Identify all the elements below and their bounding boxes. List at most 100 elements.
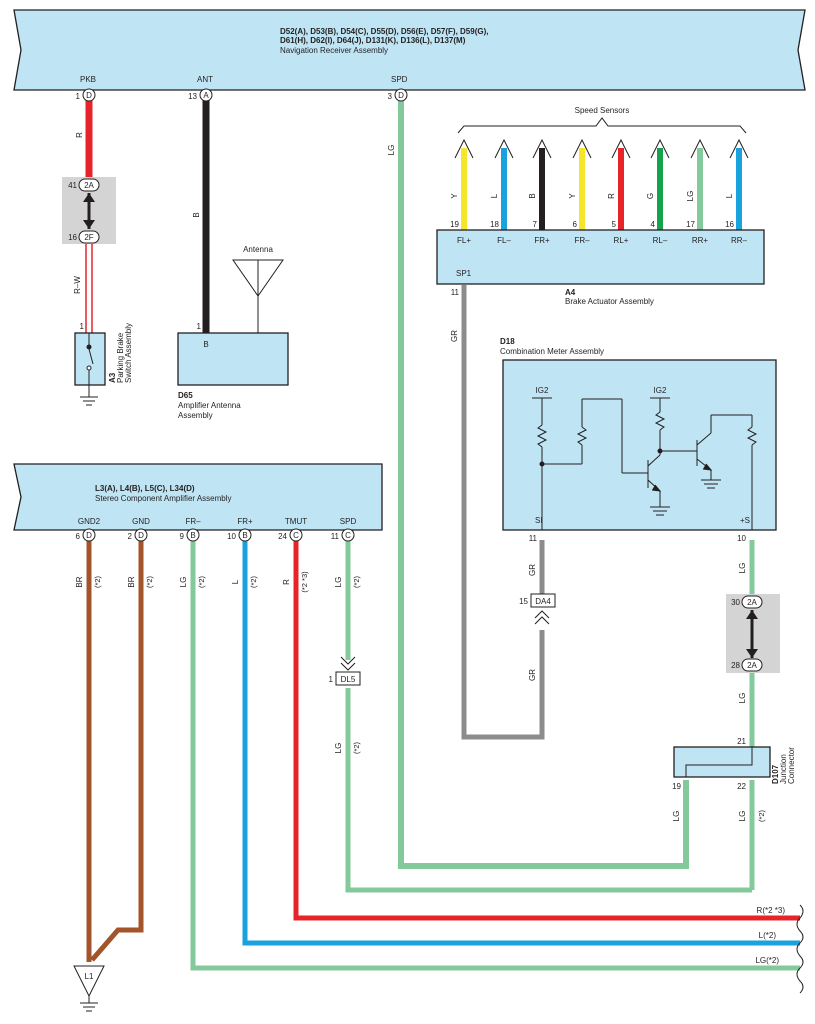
junction-connector-internal [685,747,753,777]
nav-pin-pkb[interactable]: 1 D [76,88,96,102]
wire-break-mark [796,904,804,994]
nav-pin-num-pkb: 1 [76,92,81,101]
speed-sensor-color-labels: Y L B Y R G LG L [450,191,734,202]
speed-sensors-bracket [457,117,747,134]
ba-pin-fl-minus: FL– [497,236,511,245]
nav-receiver-ids-line1: D52(A), D53(B), D54(C), D55(D), D56(E), … [280,27,488,36]
outgoing-label-lightgreen: LG(*2) [755,956,779,965]
nav-pin-num-spd: 3 [388,92,393,101]
ba-pin-fr-minus: FR– [574,236,590,245]
stereo-pin-num-gnd: 2 [128,532,133,541]
dl5-label: DL5 [341,675,356,684]
arrow-fr-minus [572,138,592,159]
wire-label-pkb-lower: R–W [73,276,82,294]
stereo-amplifier-box[interactable] [13,463,383,531]
ss-color-fr-plus: B [528,193,537,198]
wire-fr-plus-blue[interactable] [242,540,800,946]
nav-pin-circle-ant [199,88,213,102]
combo-meter-si-num: 11 [529,534,538,543]
wire-label-si-upper: GR [528,564,537,576]
ba-pin-rl-minus: RL– [653,236,668,245]
arrow-rl-plus [611,138,631,159]
arrow-fl-minus [494,138,514,159]
stereo-pin-spd[interactable]: 11 C [331,528,355,542]
wire-label-j22: LG [738,811,747,822]
junction-connector-name1: Junction [779,754,788,784]
junction-41-pill [78,178,100,192]
nav-pin-ant[interactable]: 13 A [188,88,213,102]
stereo-wire-gnd: BR [127,576,136,587]
arrow-rr-plus [690,138,710,159]
wire-fr-minus-lg[interactable] [190,540,800,971]
da4-box [530,593,556,608]
ground-l1[interactable]: L1 [73,965,105,1012]
ss-color-fl-plus: Y [450,193,459,199]
ss-num-fl-minus: 18 [490,220,499,229]
navigation-receiver-box[interactable] [13,9,806,91]
junction-connector-box[interactable] [673,746,771,778]
stereo-pin-label-gnd: GND [132,517,150,526]
junction-30-2a[interactable]: 30 2A [731,595,763,609]
stereo-pin-tmut[interactable]: 24 C [278,528,303,542]
junction-16-2f[interactable]: 16 2F [68,230,100,244]
ss-color-fl-minus: L [490,193,499,198]
connector-dl5[interactable]: 1 DL5 [329,656,361,686]
stereo-pin-num-spd: 11 [331,532,340,541]
nav-receiver-ids-line2: D61(H), D62(I), D64(J), D131(K), D136(L)… [280,36,466,45]
stereo-wire-tmut: R [282,579,291,585]
stereo-pin-gnd[interactable]: 2 D [128,528,148,542]
junction-41-2a[interactable]: 41 2A [68,178,100,192]
stereo-pin-label-spd: SPD [340,517,357,526]
speed-sensors-title: Speed Sensors [575,106,630,115]
junction-arrow-up-30-28 [746,610,758,619]
antenna-pin-num: 1 [197,322,202,331]
nav-pin-label-ant: ANT [197,75,213,84]
parking-brake-switch-box[interactable] [74,332,106,386]
stereo-pin-circle-gnd2 [82,528,96,542]
ss-num-rl-plus: 5 [612,220,617,229]
junction-connector-pin-in: 21 [737,737,746,746]
ground-l1-label: L1 [85,972,94,981]
stereo-wire-fr-plus: L [231,579,240,584]
wire-stereo-spd-lower[interactable] [345,688,752,893]
brake-actuator-box[interactable] [436,229,765,285]
nav-pin-conn-ant: A [203,91,209,100]
antenna-amp-id: D65 [178,391,193,400]
wire-tmut-red[interactable] [293,540,800,921]
ss-num-rr-plus: 17 [686,220,695,229]
stereo-pin-label-tmut: TMUT [285,517,307,526]
combination-meter-box[interactable] [502,359,777,531]
stereo-pin-gnd2[interactable]: 6 D [76,528,96,542]
wire-sp1-gray[interactable] [461,285,545,740]
junction-16-pill [78,230,100,244]
parking-brake-pin-num: 1 [80,322,85,331]
connector-da4[interactable]: 15 DA4 [519,593,556,625]
junction-28-2a[interactable]: 28 2A [731,658,763,672]
stereo-wire-fr-plus-note: (*2) [249,575,258,588]
ground-icon [80,996,98,1012]
junction-28-conn: 2A [747,661,757,670]
arrow-fr-plus [532,138,552,159]
wire-nav-spd[interactable] [398,100,689,869]
amplifier-antenna-box[interactable] [177,332,289,386]
junction-41-num: 41 [68,181,77,190]
combo-meter-name: Combination Meter Assembly [500,347,604,356]
combo-meter-pin-si: SI [535,516,543,525]
antenna-amp-name1: Amplifier Antenna [178,401,241,410]
stereo-pin-conn-fr-minus: B [190,531,195,540]
stereo-pin-fr-minus[interactable]: 9 B [180,528,200,542]
combo-meter-circuit [532,397,758,530]
ba-sp1-num: 11 [451,288,460,297]
combo-meter-s-num: 10 [737,534,746,543]
parking-brake-name1: Parking Brake [116,332,125,383]
junction-connector-name2: Connector [787,747,796,784]
stereo-wire-fr-minus: LG [179,577,188,588]
nav-pin-label-spd: SPD [391,75,408,84]
nav-pin-conn-spd: D [398,91,404,100]
wire-gnd-brown[interactable] [90,540,144,962]
ground-l1-triangle [73,965,105,998]
stereo-pin-fr-plus[interactable]: 10 B [227,528,252,542]
wire-label-j22-note: (*2) [757,809,766,822]
nav-pin-spd[interactable]: 3 D [388,88,408,102]
